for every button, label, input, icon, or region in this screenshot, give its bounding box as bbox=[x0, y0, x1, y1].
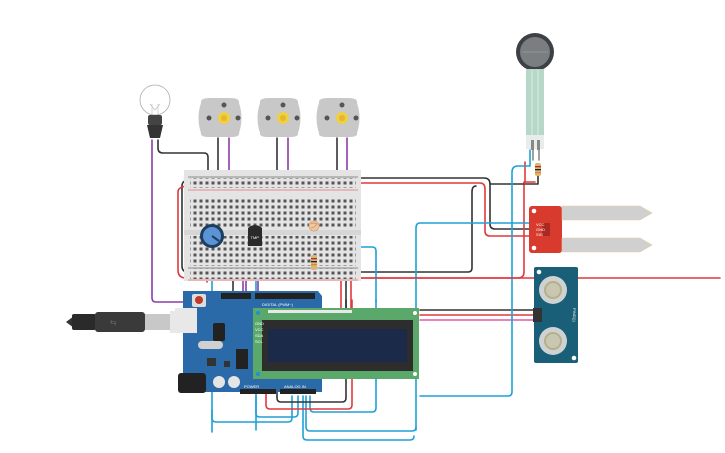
light-bulb[interactable] bbox=[139, 84, 171, 138]
motor-1[interactable] bbox=[198, 98, 242, 137]
soil-pin-gnd: GND bbox=[536, 227, 545, 232]
wire-bottom-blue-2[interactable] bbox=[255, 395, 299, 418]
wire-bottom-blue-1[interactable] bbox=[211, 395, 293, 423]
soil-pin-vcc: VCC bbox=[536, 222, 545, 227]
force-sensor[interactable] bbox=[516, 33, 554, 150]
motor-2[interactable] bbox=[257, 98, 301, 137]
analog-header-label: ANALOG IN bbox=[284, 384, 306, 389]
wire-photo-blue[interactable] bbox=[313, 246, 377, 303]
wire-soil-signal-blue[interactable] bbox=[415, 222, 531, 431]
wire-rail-red-left[interactable] bbox=[177, 185, 193, 279]
lcd-pin-sda: SDA bbox=[255, 333, 264, 338]
wire-top-black-to-soil[interactable] bbox=[359, 177, 531, 230]
tmp-label: TMP bbox=[251, 235, 260, 240]
lcd-display[interactable]: GND VCC SDA SCL bbox=[253, 308, 419, 379]
potentiometer[interactable] bbox=[200, 224, 224, 248]
reset-button[interactable] bbox=[195, 296, 203, 304]
ultrasonic-sensor[interactable]: PING))) bbox=[533, 267, 578, 363]
photoresistor[interactable] bbox=[308, 220, 320, 232]
lcd-pin-scl: SCL bbox=[255, 339, 264, 344]
usb-icon: ⇆ bbox=[110, 318, 117, 327]
motor-3[interactable] bbox=[316, 98, 360, 137]
power-header-label: POWER bbox=[244, 384, 259, 389]
soil-pin-sig: SIG bbox=[536, 232, 543, 237]
wire-bottom-blue-3[interactable] bbox=[305, 395, 417, 432]
wire-lamp-purple[interactable] bbox=[151, 139, 301, 303]
wire-bottom-black[interactable] bbox=[276, 299, 347, 403]
header-digital-2 bbox=[255, 293, 315, 299]
breadboard[interactable] bbox=[184, 170, 361, 281]
power-jack bbox=[178, 373, 206, 393]
header-digital-1 bbox=[221, 293, 251, 299]
ping-label: PING))) bbox=[572, 308, 577, 322]
wire-soil-black-back[interactable] bbox=[359, 185, 477, 273]
lcd-screen bbox=[268, 329, 407, 362]
digital-header-label: DIGITAL (PWM~) bbox=[262, 302, 294, 307]
resistor-breadboard[interactable] bbox=[311, 255, 317, 270]
lcd-pin-vcc: VCC bbox=[255, 327, 264, 332]
wire-bottom-red[interactable] bbox=[265, 299, 353, 410]
wire-right-blue-long[interactable] bbox=[419, 299, 513, 397]
lcd-pin-gnd: GND bbox=[255, 321, 264, 326]
wire-bottom-blue-4[interactable] bbox=[302, 395, 415, 441]
resistor-force[interactable] bbox=[535, 163, 541, 176]
wire-soil-red-back[interactable] bbox=[359, 181, 536, 279]
soil-moisture-sensor[interactable]: VCC GND SIG bbox=[529, 205, 653, 253]
lcd-pin-row bbox=[268, 310, 352, 313]
wire-lamp-black[interactable] bbox=[157, 139, 209, 179]
wire-top-red-to-soil[interactable] bbox=[359, 182, 531, 237]
wire-force-blue[interactable] bbox=[511, 149, 531, 301]
temperature-sensor[interactable]: TMP bbox=[248, 225, 262, 246]
